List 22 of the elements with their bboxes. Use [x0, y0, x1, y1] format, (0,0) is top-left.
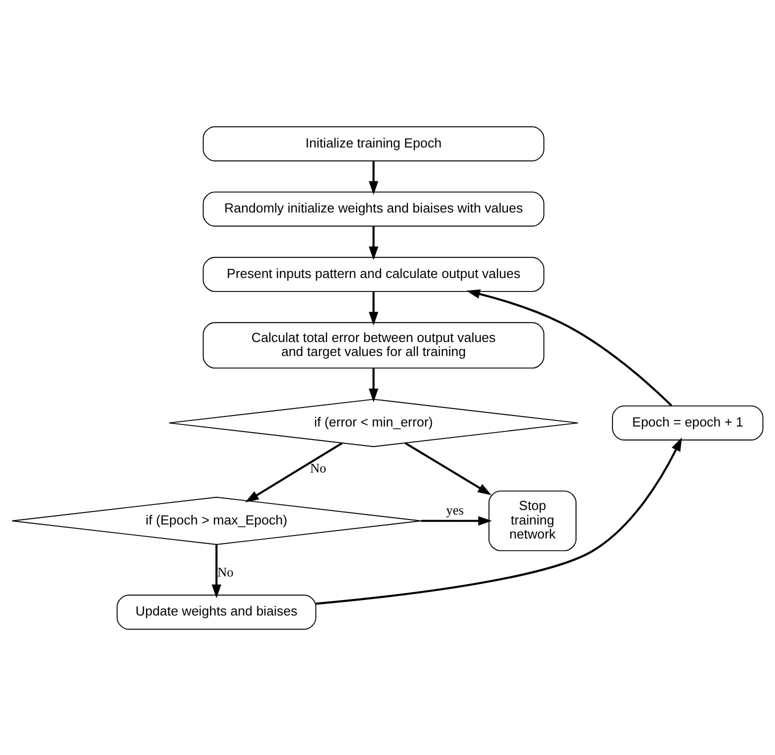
arrow	[421, 516, 492, 526]
arrow	[245, 442, 343, 502]
node-box: Update weights and biaises	[116, 594, 316, 630]
node-box: Stop training network	[488, 490, 576, 551]
node-box: Calculat total error between output values and target values for all training	[202, 322, 544, 368]
arrow	[466, 288, 672, 406]
arrow	[368, 291, 378, 326]
arrow	[212, 544, 222, 598]
arrow	[404, 442, 492, 495]
arrow	[368, 368, 378, 402]
node-box: Randomly initialize weights and biaises with values	[202, 191, 544, 226]
arrow	[316, 436, 682, 604]
node-diamond: if (error < min_error)	[168, 398, 578, 447]
arrow	[368, 226, 378, 260]
node-box: Epoch = epoch + 1	[612, 404, 764, 440]
edge-label: yes	[446, 502, 464, 517]
node-box: Initialize training Epoch	[202, 126, 544, 161]
edge-label: No	[310, 460, 326, 475]
node-diamond: if (Epoch > max_Epoch)	[12, 496, 422, 544]
edge-label: No	[217, 564, 234, 579]
arrow	[368, 160, 378, 194]
node-box: Present inputs pattern and calculate output values	[202, 256, 544, 292]
